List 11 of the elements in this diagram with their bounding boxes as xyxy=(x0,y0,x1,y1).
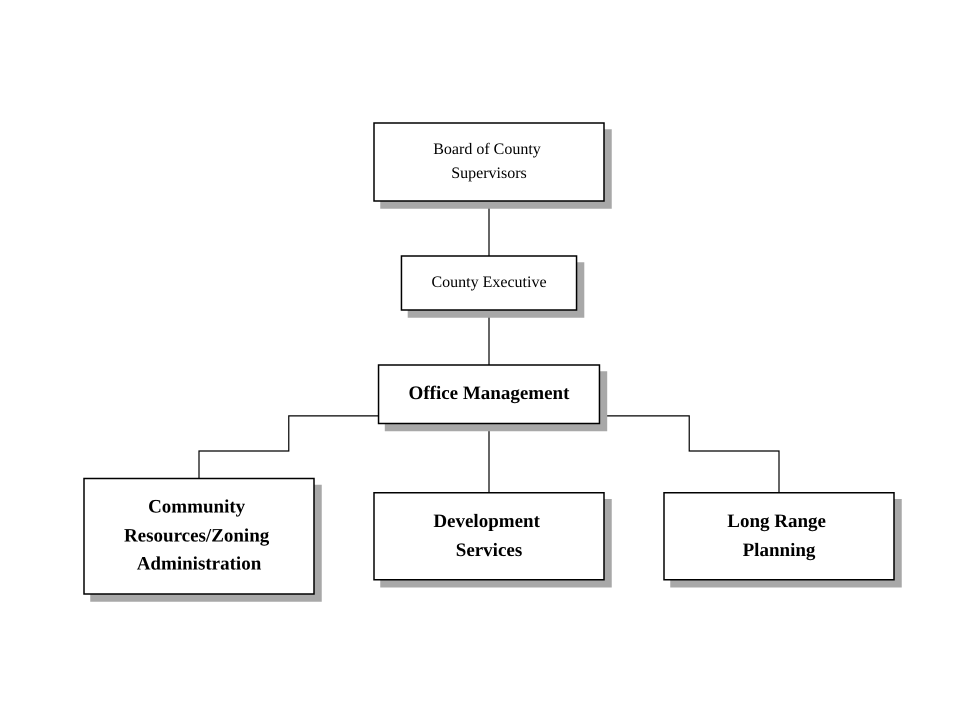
node-box: Development Services xyxy=(373,492,605,580)
node-box: Office Management xyxy=(378,364,600,424)
connector xyxy=(488,422,490,494)
connector xyxy=(599,415,780,494)
node-box: Board of County Supervisors xyxy=(373,122,605,202)
node-box: County Executive xyxy=(400,255,578,311)
connector xyxy=(488,200,490,257)
node-box: Community Resources/Zoning Administration xyxy=(83,478,315,595)
connector xyxy=(198,415,379,480)
connector xyxy=(488,309,490,366)
node-box: Long Range Planning xyxy=(663,492,895,580)
